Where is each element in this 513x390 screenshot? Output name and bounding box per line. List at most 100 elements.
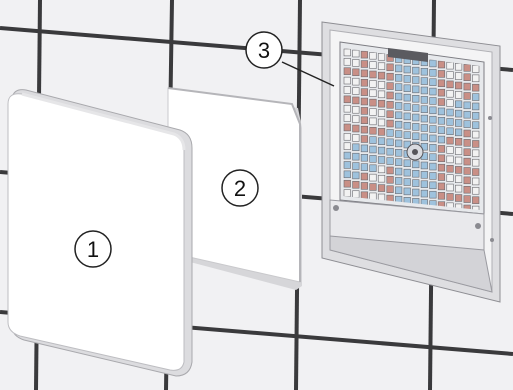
- fan-grille-cell: [447, 90, 454, 97]
- fan-grille-cell: [447, 128, 454, 135]
- fan-grille-cell: [438, 70, 445, 77]
- fan-grille-cell: [353, 191, 360, 198]
- fan-grille-cell: [447, 72, 454, 79]
- fan-screw: [488, 116, 492, 120]
- fan-grille-cell: [447, 165, 454, 172]
- fan-grille-cell: [413, 67, 420, 74]
- fan-grille-cell: [404, 66, 411, 73]
- fan-grille-cell: [395, 159, 402, 166]
- fan-grille-cell: [378, 72, 385, 79]
- fan-grille-cell: [464, 83, 471, 90]
- fan-grille-cell: [438, 192, 445, 199]
- fan-grille-cell: [404, 75, 411, 82]
- fan-grille-cell: [378, 100, 385, 107]
- fan-grille-cell: [387, 148, 394, 155]
- fan-grille-cell: [447, 62, 454, 69]
- fan-grille-cell: [472, 187, 479, 194]
- fan-grille-cell: [387, 186, 394, 193]
- fan-grille-cell: [430, 60, 437, 67]
- callout-label-1: 1: [87, 237, 99, 262]
- fan-grille-cell: [472, 84, 479, 91]
- fan-grille-cell: [430, 163, 437, 170]
- fan-grille-cell: [464, 168, 471, 175]
- fan-grille-cell: [370, 137, 377, 144]
- fan-grille-cell: [361, 173, 368, 180]
- fan-grille-cell: [344, 58, 351, 65]
- fan-grille-cell: [421, 190, 428, 197]
- fan-grille-cell: [438, 174, 445, 181]
- fan-grille-cell: [404, 85, 411, 92]
- fan-grille-cell: [361, 107, 368, 114]
- fan-grille-cell: [361, 79, 368, 86]
- fan-grille-cell: [353, 78, 360, 85]
- fan-unit: [322, 22, 500, 302]
- fan-grille-cell: [344, 180, 351, 187]
- fan-grille-cell: [464, 74, 471, 81]
- fan-grille-cell: [378, 63, 385, 70]
- fan-grille-cell: [413, 161, 420, 168]
- fan-grille-cell: [344, 87, 351, 94]
- fan-grille-cell: [472, 131, 479, 138]
- fan-grille-cell: [395, 131, 402, 138]
- fan-grille-cell: [353, 69, 360, 76]
- fan-grille-cell: [464, 130, 471, 137]
- fan-grille-cell: [472, 141, 479, 148]
- fan-grille-cell: [447, 118, 454, 125]
- fan-grille-cell: [387, 158, 394, 165]
- fan-grille-cell: [395, 65, 402, 72]
- fan-grille-cell: [413, 105, 420, 112]
- fan-grille-cell: [447, 137, 454, 144]
- fan-grille-cell: [438, 136, 445, 143]
- fan-grille-cell: [404, 104, 411, 111]
- fan-screw: [475, 223, 481, 229]
- fan-grille-cell: [413, 95, 420, 102]
- fan-grille-cell: [370, 127, 377, 134]
- fan-grille-cell: [464, 64, 471, 71]
- fan-grille-cell: [378, 110, 385, 117]
- fan-grille-cell: [455, 129, 462, 136]
- fan-grille-cell: [353, 59, 360, 66]
- fan-grille-cell: [370, 90, 377, 97]
- fan-grille-cell: [344, 105, 351, 112]
- fan-grille-cell: [387, 92, 394, 99]
- fan-grille-cell: [413, 86, 420, 93]
- fan-grille-cell: [353, 50, 360, 57]
- fan-grille-cell: [378, 175, 385, 182]
- fan-grille-cell: [387, 73, 394, 80]
- fan-grille-cell: [430, 144, 437, 151]
- fan-grille-cell: [387, 101, 394, 108]
- fan-grille-cell: [361, 145, 368, 152]
- fan-grille-cell: [438, 155, 445, 162]
- fan-grille-cell: [455, 185, 462, 192]
- fan-grille-cell: [378, 128, 385, 135]
- fan-grille-cell: [438, 108, 445, 115]
- fan-grille-cell: [353, 106, 360, 113]
- fan-grille-cell: [472, 66, 479, 73]
- fan-grille-cell: [353, 88, 360, 95]
- fan-grille-cell: [464, 102, 471, 109]
- fan-grille-cell: [438, 80, 445, 87]
- fan-grille-cell: [353, 134, 360, 141]
- fan-grille-cell: [438, 127, 445, 134]
- fan-grille-cell: [447, 81, 454, 88]
- fan-grille-cell: [370, 165, 377, 172]
- fan-grille-cell: [395, 187, 402, 194]
- fan-grille-cell: [361, 61, 368, 68]
- fan-grille-cell: [395, 74, 402, 81]
- fan-grille-cell: [430, 98, 437, 105]
- fan-grille-cell: [344, 115, 351, 122]
- fan-grille-cell: [438, 117, 445, 124]
- fan-grille-cell: [455, 195, 462, 202]
- fan-grille-cell: [430, 182, 437, 189]
- fan-grille-cell: [378, 147, 385, 154]
- fan-grille-cell: [464, 111, 471, 118]
- fan-grille-cell: [455, 82, 462, 89]
- fan-grille-cell: [387, 139, 394, 146]
- fan-grille-cell: [455, 166, 462, 173]
- fan-screw: [490, 238, 494, 242]
- fan-grille-cell: [447, 156, 454, 163]
- fan-grille-cell: [361, 51, 368, 58]
- fan-grille-cell: [387, 120, 394, 127]
- fan-grille-cell: [370, 184, 377, 191]
